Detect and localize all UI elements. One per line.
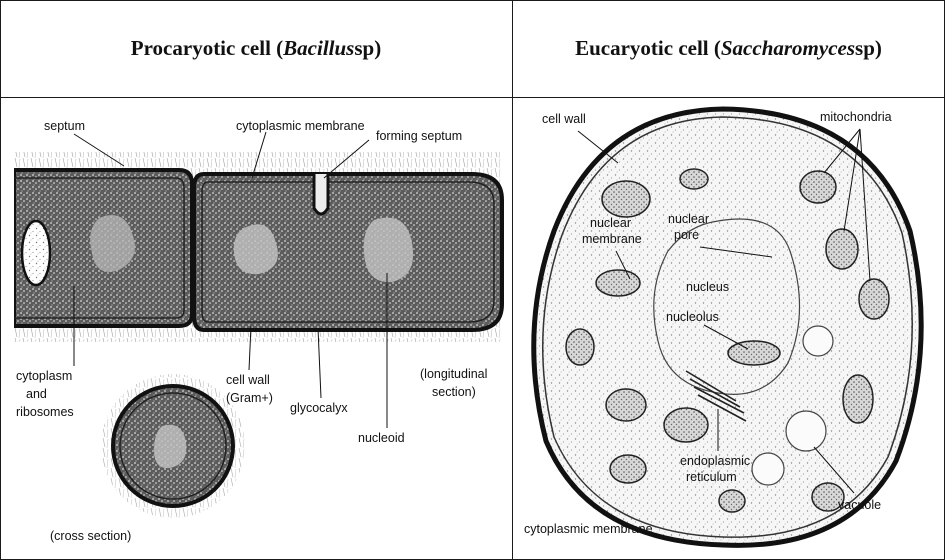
table-header-divider xyxy=(0,97,945,98)
label-cytoplasm: cytoplasm xyxy=(16,369,72,383)
label-glycocalyx: glycocalyx xyxy=(290,401,348,415)
nucleoid-right-cell-2 xyxy=(364,218,413,282)
yeast-nucleolus xyxy=(728,341,780,365)
header-right-suffix: sp) xyxy=(855,36,882,61)
organelle-9 xyxy=(610,455,646,483)
vacuole-2 xyxy=(752,453,784,485)
bacillus-diagram: septum cytoplasmic membrane forming sept… xyxy=(14,108,506,554)
header-left-prefix: Procaryotic cell ( xyxy=(131,36,283,61)
organelle-4 xyxy=(596,270,640,296)
label-forming-septum: forming septum xyxy=(376,129,462,143)
cross-section-nucleoid xyxy=(154,425,186,468)
label-cytoplasmic-membrane: cytoplasmic membrane xyxy=(236,119,365,133)
header-left-genus: Bacillus xyxy=(283,36,354,61)
organelle-1 xyxy=(602,181,650,217)
header-procaryotic-cell: Procaryotic cell (Bacillus sp) xyxy=(0,0,512,97)
label-yeast-cell-wall: cell wall xyxy=(542,112,586,126)
septum-structure xyxy=(22,221,50,285)
label-cell-wall: cell wall xyxy=(226,373,270,387)
label-nuclear-pore-2: pore xyxy=(674,228,699,242)
mitochondrion-2 xyxy=(859,279,889,319)
yeast-nucleus xyxy=(654,219,800,394)
vacuole-3 xyxy=(803,326,833,356)
organelle-7 xyxy=(664,408,708,442)
organelle-2 xyxy=(680,169,708,189)
organelle-5 xyxy=(566,329,594,365)
header-right-prefix: Eucaryotic cell ( xyxy=(575,36,721,61)
label-endoplasmic: endoplasmic xyxy=(680,454,750,468)
label-septum: septum xyxy=(44,119,85,133)
label-nuclear-membrane-2: membrane xyxy=(582,232,642,246)
label-yeast-cytoplasmic-membrane: cytoplasmic membrane xyxy=(524,522,653,536)
organelle-11 xyxy=(719,490,745,512)
label-longitudinal: (longitudinal xyxy=(420,367,487,381)
label-vacuole: vacuole xyxy=(838,498,881,512)
label-nuclear-pore-1: nuclear xyxy=(668,212,709,226)
label-section: section) xyxy=(432,385,476,399)
organelle-8 xyxy=(843,375,873,423)
label-gram-positive: (Gram+) xyxy=(226,391,273,405)
saccharomyces-diagram: cell wall mitochondria nuclear membrane … xyxy=(518,101,940,555)
label-nucleus: nucleus xyxy=(686,280,729,294)
vacuole-1 xyxy=(786,411,826,451)
label-cytoplasm-and: and xyxy=(26,387,47,401)
header-eucaryotic-cell: Eucaryotic cell (Saccharomyces sp) xyxy=(513,0,944,97)
label-nuclear-membrane-1: nuclear xyxy=(590,216,631,230)
organelle-6 xyxy=(606,389,646,421)
label-ribosomes: ribosomes xyxy=(16,405,74,419)
header-left-suffix: sp) xyxy=(354,36,381,61)
header-right-genus: Saccharomyces xyxy=(721,36,855,61)
label-reticulum: reticulum xyxy=(686,470,737,484)
label-nucleoid: nucleoid xyxy=(358,431,405,445)
label-nucleolus: nucleolus xyxy=(666,310,719,324)
label-mitochondria: mitochondria xyxy=(820,110,892,124)
forming-septum-notch xyxy=(314,174,328,214)
label-cross-section: (cross section) xyxy=(50,529,131,543)
mitochondrion-1 xyxy=(826,229,858,269)
organelle-3 xyxy=(800,171,836,203)
